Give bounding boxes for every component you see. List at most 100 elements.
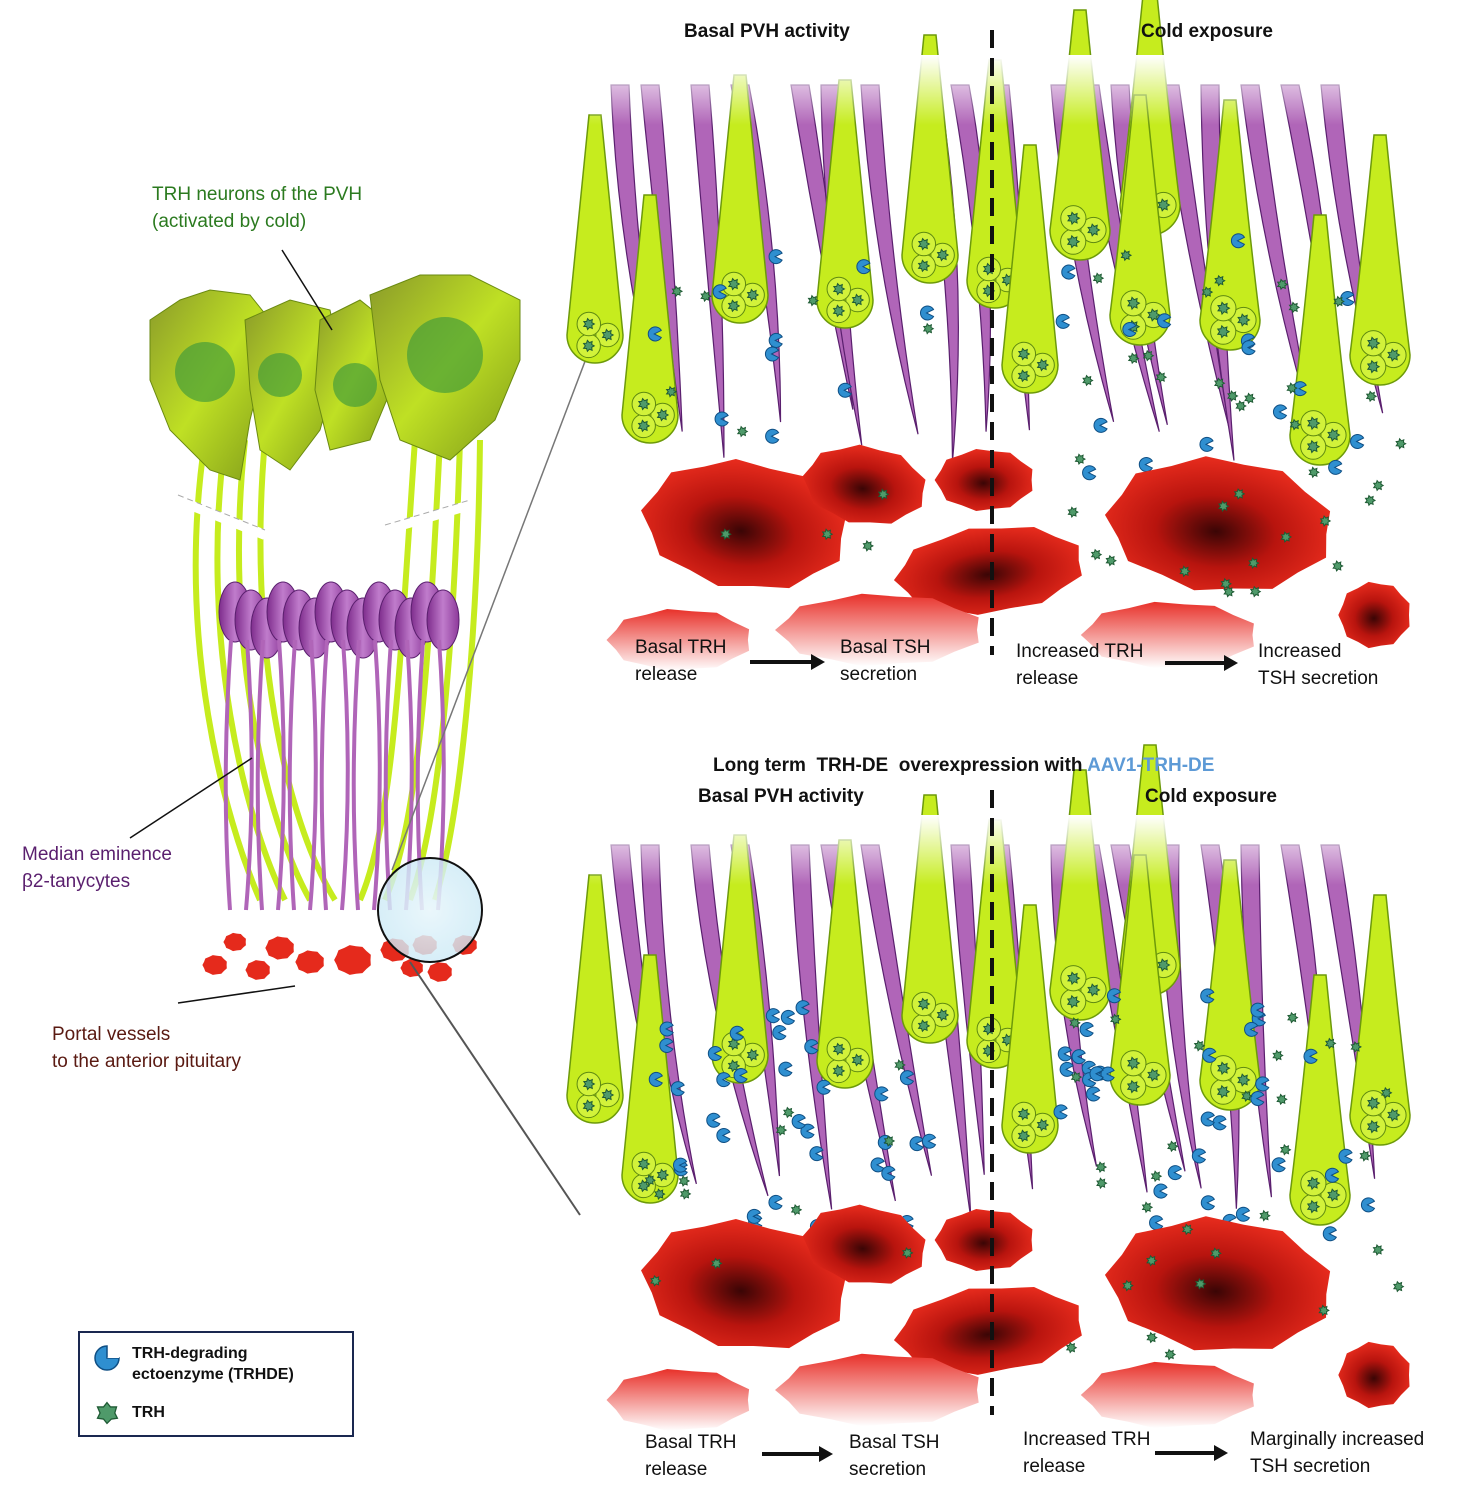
trhde-enzyme-icon: [768, 249, 783, 265]
trh-peptide-icon: [1070, 1071, 1083, 1084]
trh-peptide-icon: [746, 1048, 760, 1062]
tanycyte-process: [276, 639, 286, 911]
trhde-enzyme-icon: [714, 411, 729, 427]
trh-peptide-icon: [862, 540, 874, 552]
trh-peptide-icon: [1366, 359, 1381, 374]
neuron-axon-terminal: [1109, 94, 1171, 346]
trhde-enzyme-icon: [1235, 1206, 1251, 1222]
neuron-axon-terminal: [1349, 894, 1411, 1146]
trh-peptide-icon: [1146, 1254, 1158, 1267]
trh-peptide-icon: [1150, 1170, 1163, 1183]
trhde-enzyme-icon: [716, 1128, 731, 1143]
neuron-nucleus: [333, 363, 377, 407]
trhde-enzyme-icon: [648, 1071, 663, 1087]
trh-peptide-icon: [1179, 565, 1191, 578]
trhde-enzyme-icon: [809, 1146, 824, 1162]
trh-peptide-icon: [650, 1275, 662, 1287]
neuron-axon-terminal: [966, 819, 1024, 1069]
tanycyte-cell-body: [426, 589, 460, 651]
trhde-enzyme-icon: [712, 284, 727, 300]
trh-peptide-icon: [1213, 377, 1226, 390]
trhde-enzyme-icon: [1271, 1157, 1286, 1173]
tanycyte-process: [255, 639, 265, 911]
legend-row-trhde: TRH-degrading ectoenzyme (TRHDE): [92, 1343, 294, 1385]
trh-peptide-icon: [1280, 531, 1293, 543]
top-panel-scene: [566, 0, 1430, 671]
tanycyte-process: [383, 639, 393, 911]
trh-peptide-icon: [1214, 274, 1226, 287]
trhde-enzyme-icon: [1059, 1061, 1074, 1077]
trhde-enzyme-icon: [856, 259, 871, 275]
trh-peptide-icon: [782, 1106, 795, 1119]
portal-vessel-rbc: [893, 1286, 1082, 1375]
trhde-enzyme-icon: [1061, 264, 1076, 280]
trh-peptide-icon: [894, 1059, 906, 1071]
neuron-axon-terminal: [1109, 854, 1171, 1106]
trh-peptide-icon: [582, 339, 596, 353]
trh-peptide-icon: [1087, 983, 1101, 997]
trh-peptide-icon: [582, 1099, 596, 1113]
trh-peptide-icon: [1227, 390, 1239, 402]
portal-vessel: [265, 936, 294, 960]
trh-peptide-icon: [1248, 557, 1260, 569]
trhde-enzyme-icon: [1093, 417, 1108, 433]
trh-peptide-icon: [1387, 348, 1401, 362]
trh-peptide-icon: [1095, 1161, 1108, 1173]
neuron-axon-terminal: [711, 74, 769, 324]
trhde-enzyme-icon: [772, 1025, 787, 1041]
trhde-enzyme-icon: [746, 1208, 762, 1224]
trhde-enzyme-icon: [780, 1009, 796, 1025]
trhde-enzyme-icon: [659, 1021, 674, 1037]
portal-vessel-rbc-faded: [1080, 601, 1254, 669]
trhde-enzyme-icon: [800, 1123, 815, 1139]
legend-box: TRH-degrading ectoenzyme (TRHDE) TRH: [78, 1331, 354, 1437]
neuron-nucleus: [407, 317, 483, 393]
trhde-enzyme-icon: [1055, 313, 1070, 329]
trh-peptide-icon: [1306, 439, 1321, 454]
trhde-enzyme-icon: [1100, 1066, 1115, 1082]
neuron-axon-terminal: [566, 874, 624, 1124]
neuron-axon-terminal: [1049, 769, 1111, 1021]
aav-label: AAV1-TRH-DE: [1087, 755, 1215, 776]
portal-vessel-rbc: [641, 458, 846, 589]
trhde-enzyme-icon: [804, 1039, 819, 1055]
trhde-enzyme-icon: [764, 346, 780, 362]
trh-peptide-icon: [1395, 437, 1407, 450]
trh-peptide-icon: [922, 322, 935, 335]
trh-peptide-icon: [1319, 515, 1332, 527]
trh-peptide-icon: [1069, 1017, 1081, 1029]
neuron-axon-terminal: [1001, 904, 1059, 1154]
trh-peptide-icon: [1147, 308, 1161, 322]
trhde-enzyme-icon: [1338, 1148, 1353, 1164]
trh-peptide-icon: [711, 1257, 723, 1270]
portal-vessel-rbc: [1338, 1341, 1410, 1409]
bottom-panel-title: Long term TRH-DE overexpression with AAV…: [713, 755, 1215, 776]
tanycyte-process: [950, 844, 985, 1175]
trh-peptide-icon: [1067, 211, 1081, 226]
trh-peptide-icon: [1372, 1243, 1385, 1256]
trh-peptide-icon: [1193, 1039, 1206, 1052]
tanycyte-process: [1320, 844, 1376, 1179]
trh-peptide-icon: [1272, 1049, 1284, 1062]
neuron-axon-terminal: [1289, 214, 1351, 466]
trhde-enzyme-icon: [1200, 1195, 1216, 1211]
trhde-enzyme-icon: [881, 1165, 896, 1181]
arrow-head-icon: [811, 654, 825, 670]
trh-peptide-icon: [832, 1064, 846, 1078]
trh-peptide-icon: [1307, 416, 1321, 431]
tanycyte-process: [860, 844, 933, 1176]
trh-peptide-icon: [936, 248, 950, 262]
neuron-axon-terminal: [816, 839, 874, 1089]
trhde-enzyme-icon: [729, 1025, 744, 1041]
trh-peptide-icon: [1233, 488, 1246, 500]
pointer-line: [129, 757, 253, 839]
trh-peptide-icon: [637, 1157, 651, 1171]
trhde-enzyme-icon: [94, 1345, 120, 1371]
neuron-axon-terminal: [1049, 9, 1111, 261]
trh-peptide-icon: [1201, 286, 1214, 299]
trh-peptide-icon: [1324, 1037, 1337, 1050]
trhde-enzyme-icon: [1153, 1183, 1168, 1199]
bottom-panel-scene: [566, 744, 1430, 1431]
trhde-enzyme-icon: [1350, 434, 1365, 449]
